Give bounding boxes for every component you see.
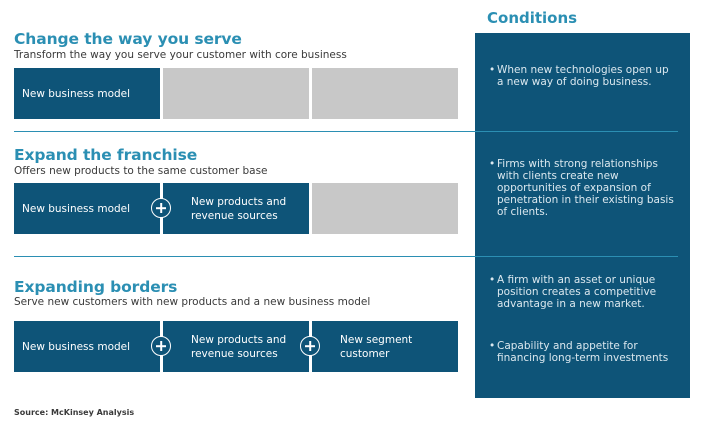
- bullet-icon: •: [489, 340, 496, 352]
- strategy-subtitle: Offers new products to the same customer…: [14, 165, 268, 177]
- box-label: New segment customer: [340, 333, 413, 360]
- condition-text: When new technologies open up a new way …: [497, 64, 669, 88]
- box-new-segment: New segment customer: [312, 321, 458, 372]
- box-label: New products and revenue sources: [191, 195, 287, 222]
- condition-item: • When new technologies open up a new wa…: [489, 64, 677, 88]
- strategy-title: Expanding borders: [14, 278, 178, 296]
- bullet-icon: •: [489, 274, 496, 286]
- box-new-business-model: New business model: [14, 68, 160, 119]
- strategy-subtitle: Serve new customers with new products an…: [14, 296, 371, 308]
- strategy-title: Expand the franchise: [14, 146, 198, 164]
- bullet-icon: •: [489, 64, 496, 76]
- box-label: New business model: [22, 202, 131, 215]
- condition-text: A firm with an asset or unique position …: [497, 274, 657, 310]
- conditions-panel: [475, 33, 690, 398]
- box-label: New products and revenue sources: [191, 333, 287, 360]
- condition-text: Firms with strong relationships with cli…: [497, 158, 674, 218]
- box-empty: [312, 183, 458, 234]
- conditions-title: Conditions: [487, 9, 578, 27]
- box-new-products: New products and revenue sources: [163, 183, 309, 234]
- condition-item: • Firms with strong relationships with c…: [489, 158, 677, 218]
- section-divider: [14, 131, 678, 132]
- box-empty: [163, 68, 309, 119]
- plus-circle-icon: [151, 336, 171, 356]
- box-label: New business model: [22, 340, 131, 353]
- condition-item: • Capability and appetite for financing …: [489, 340, 677, 364]
- box-new-business-model: New business model: [14, 183, 160, 234]
- condition-text: Capability and appetite for financing lo…: [497, 340, 669, 364]
- plus-circle-icon: [300, 336, 320, 356]
- strategy-title: Change the way you serve: [14, 30, 242, 48]
- strategy-subtitle: Transform the way you serve your custome…: [14, 49, 347, 61]
- box-new-business-model: New business model: [14, 321, 160, 372]
- bullet-icon: •: [489, 158, 496, 170]
- plus-circle-icon: [151, 198, 171, 218]
- condition-item: • A firm with an asset or unique positio…: [489, 274, 677, 310]
- section-divider: [14, 256, 678, 257]
- box-empty: [312, 68, 458, 119]
- box-new-products: New products and revenue sources: [163, 321, 309, 372]
- box-label: New business model: [22, 87, 131, 100]
- source-note: Source: McKinsey Analysis: [14, 408, 135, 417]
